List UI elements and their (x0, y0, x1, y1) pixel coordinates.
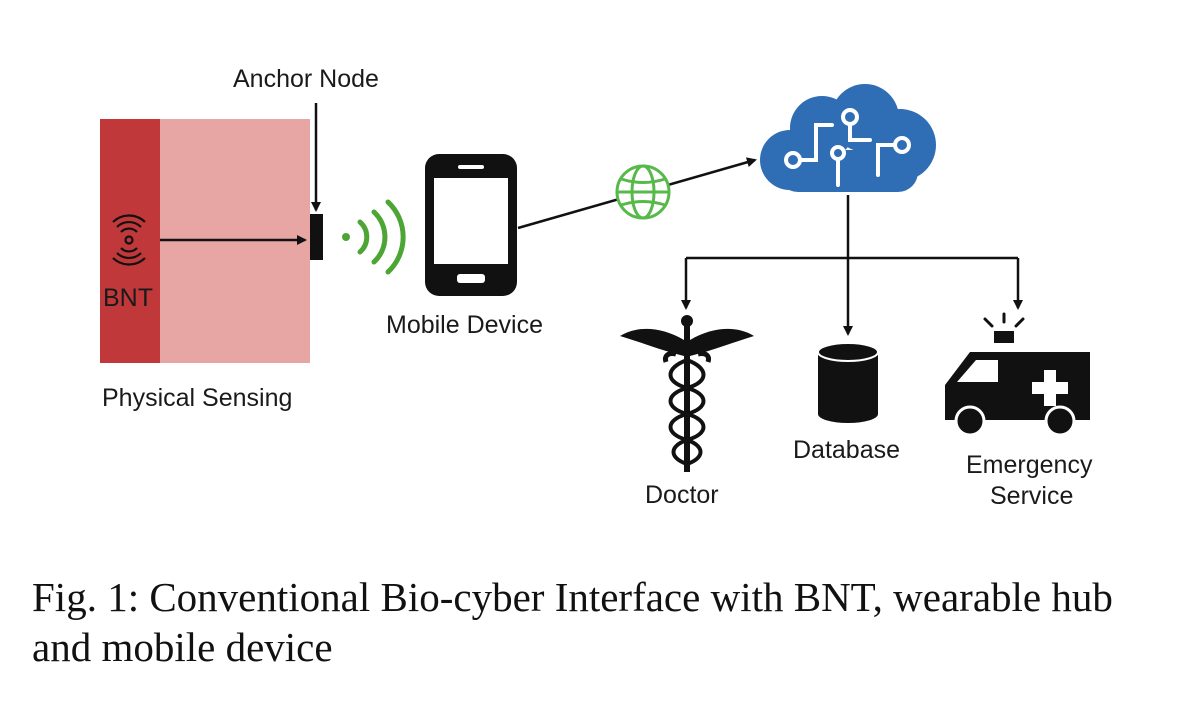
mobile-device-label: Mobile Device (386, 311, 543, 339)
physical-sensing-label: Physical Sensing (102, 384, 292, 412)
caduceus-icon (620, 315, 754, 472)
emergency-label-line2: Service (990, 482, 1073, 510)
anchor-node-label: Anchor Node (233, 65, 379, 93)
anchor-node-device (310, 214, 323, 260)
bnt-label: BNT (103, 284, 153, 312)
bnt-sensor-icon (112, 214, 146, 266)
diagram-canvas: BNT Anchor Node Mobile Device (100, 65, 1093, 510)
database-label: Database (793, 436, 900, 464)
figure-caption: Fig. 1: Conventional Bio-cyber Interface… (32, 574, 1113, 670)
database-icon (817, 342, 879, 423)
doctor-label: Doctor (645, 481, 719, 509)
cloud-distribution-arrows (681, 195, 1023, 336)
emergency-label-line1: Emergency (966, 451, 1093, 479)
cloud-circuit-icon (760, 84, 936, 192)
smartphone-icon (425, 154, 517, 296)
ambulance-icon (945, 312, 1090, 437)
wifi-signal-icon (342, 199, 406, 275)
globe-icon (615, 164, 671, 220)
